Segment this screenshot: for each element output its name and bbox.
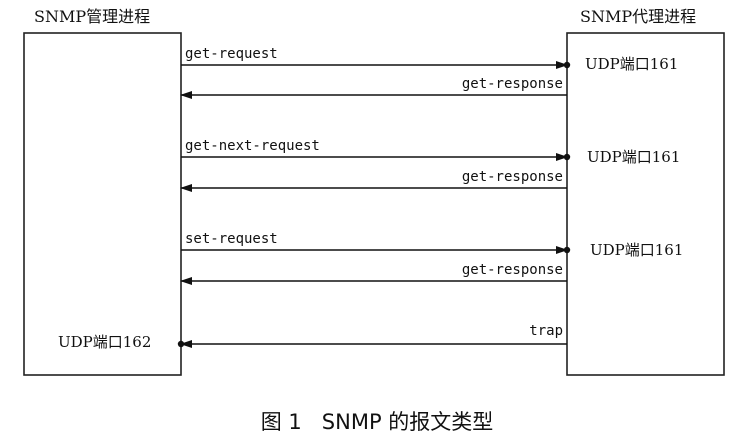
agent-port-dot xyxy=(563,246,571,254)
agent-port-dot xyxy=(563,153,571,161)
agent-port-label: UDP端口161 xyxy=(585,55,679,73)
request-label: set-request xyxy=(185,231,278,247)
agent-process-box xyxy=(566,32,725,376)
agent-port-label: UDP端口161 xyxy=(590,241,684,259)
trap-label: trap xyxy=(529,323,563,339)
request-label: get-request xyxy=(185,46,278,62)
manager-process-box xyxy=(23,32,182,376)
response-label: get-response xyxy=(461,76,563,92)
agent-port-label: UDP端口161 xyxy=(587,148,681,166)
manager-port-label: UDP端口162 xyxy=(58,333,152,351)
manager-title: SNMP管理进程 xyxy=(34,7,151,26)
agent-title: SNMP代理进程 xyxy=(580,7,697,26)
manager-port-dot xyxy=(177,340,185,348)
response-label: get-response xyxy=(461,169,563,185)
response-label: get-response xyxy=(461,262,563,278)
agent-port-dot xyxy=(563,61,571,69)
request-label: get-next-request xyxy=(185,138,320,154)
figure-caption: 图 1 SNMP 的报文类型 xyxy=(260,410,494,434)
